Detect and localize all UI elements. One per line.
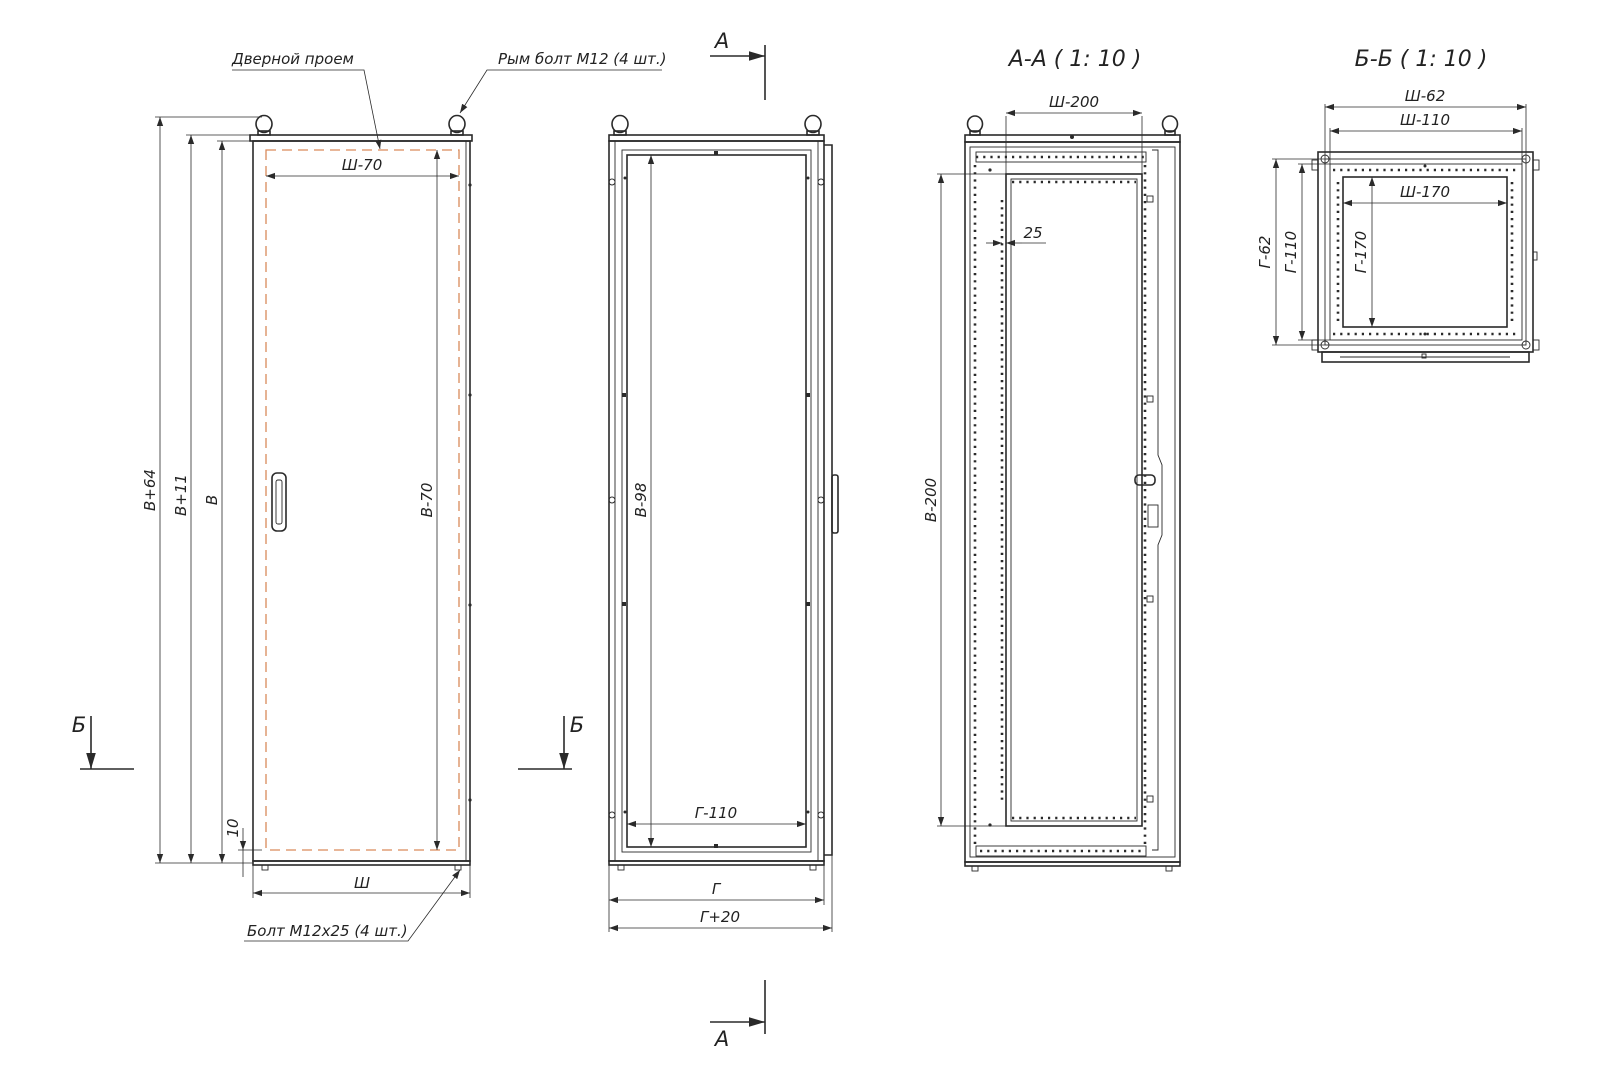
dim-bb-d62: Г-62 <box>1256 236 1274 269</box>
section-mark-a-top: А <box>713 29 729 53</box>
dim-bb-w62: Ш-62 <box>1405 87 1446 105</box>
section-bb-outline <box>1317 151 1534 353</box>
dim-depth-total: Г+20 <box>700 908 740 926</box>
section-mark-b-left: Б <box>72 713 86 737</box>
mounting-plate <box>1005 173 1143 827</box>
label-bolt: Болт М12х25 (4 шт.) <box>247 922 408 940</box>
dim-bottom: 10 <box>224 818 242 837</box>
section-marker-a-bottom <box>710 980 766 1034</box>
dim-bb-w110: Ш-110 <box>1400 111 1450 129</box>
dim-aa-width: Ш-200 <box>1049 93 1099 111</box>
eye-bolt-left <box>255 114 273 136</box>
dim-height: В <box>203 495 221 505</box>
dim-bb-d110: Г-110 <box>1282 231 1300 273</box>
frame-inner-opening <box>626 154 807 848</box>
section-mark-a-bottom: А <box>713 1027 729 1051</box>
dim-aa-offset: 25 <box>1023 224 1042 242</box>
door-opening-outline <box>265 149 460 851</box>
dim-inner-height: В-98 <box>632 483 650 518</box>
section-mark-b-right: Б <box>570 713 584 737</box>
frame-view <box>608 114 839 932</box>
dim-depth: Г <box>712 880 722 898</box>
section-bb-inner <box>1342 176 1508 328</box>
front-view <box>155 69 662 942</box>
dim-aa-height: В-200 <box>922 478 940 522</box>
dim-body-height: В+11 <box>172 474 190 516</box>
section-aa-title: А-А ( 1: 10 ) <box>1007 47 1142 72</box>
dim-bb-w170: Ш-170 <box>1400 183 1450 201</box>
eye-bolt-right <box>448 114 466 136</box>
dim-opening-height: В-70 <box>418 483 436 518</box>
label-eye-bolt: Рым болт М12 (4 шт.) <box>498 50 667 68</box>
dim-inner-depth: Г-110 <box>695 804 737 822</box>
dim-total-height: В+64 <box>141 469 159 511</box>
dim-bb-d170: Г-170 <box>1352 231 1370 273</box>
label-door-opening: Дверной проем <box>231 50 354 68</box>
dim-opening-width: Ш-70 <box>342 156 383 174</box>
section-marker-b-left <box>80 716 134 770</box>
section-aa-view <box>937 109 1181 872</box>
section-marker-b-right <box>518 716 572 770</box>
section-bb-view <box>1272 103 1540 363</box>
door-handle <box>271 472 287 532</box>
dim-width: Ш <box>354 874 370 892</box>
section-marker-a-top <box>710 45 766 100</box>
section-bb-title: Б-Б ( 1: 10 ) <box>1355 47 1488 72</box>
